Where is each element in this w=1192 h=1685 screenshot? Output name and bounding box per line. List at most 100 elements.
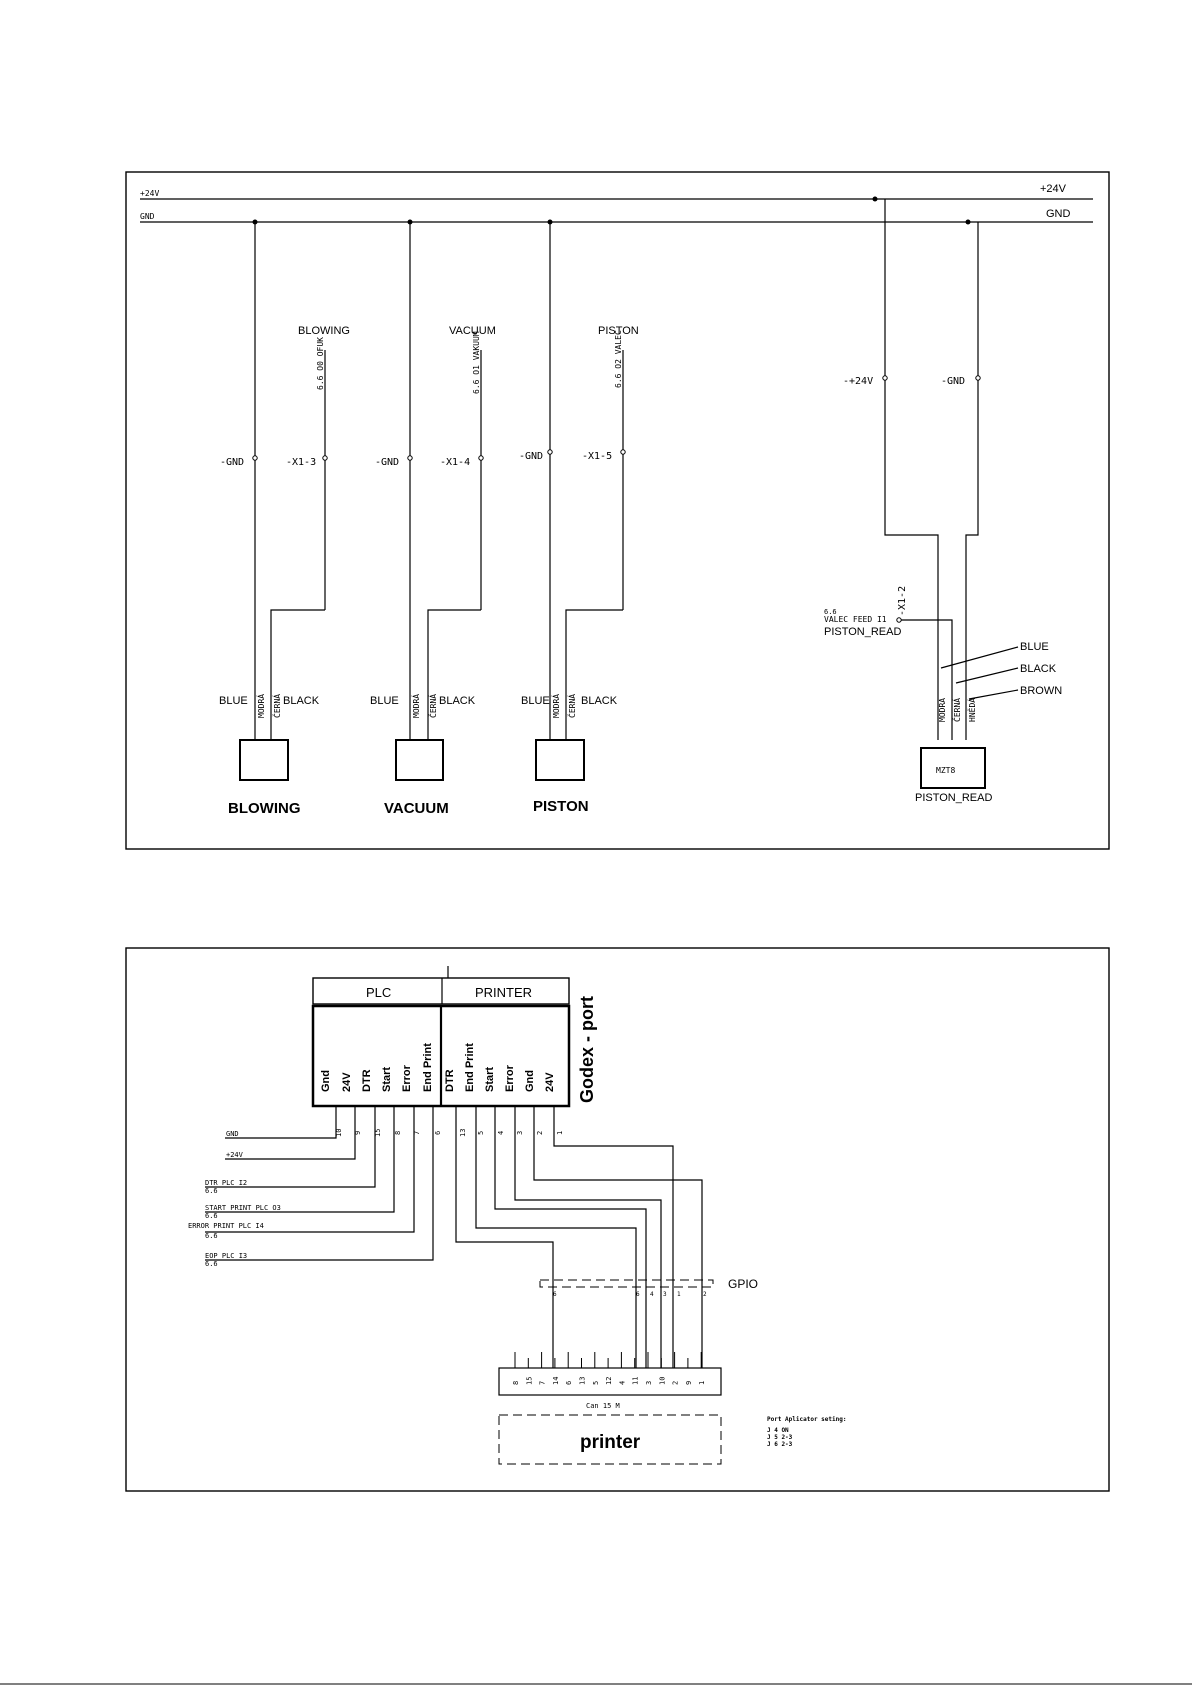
wire-blue-blowing: BLUE	[219, 695, 248, 707]
left-label-error: ERROR PRINT PLC I4	[188, 1222, 264, 1230]
wire-modra-blowing: MODRÁ	[255, 694, 266, 718]
device-box-sensor	[920, 747, 986, 789]
plc-pin-dtr: DTR	[361, 1069, 373, 1092]
connector-pin-number: 5	[592, 1381, 600, 1385]
left-label-eop: EOP PLC I3	[205, 1252, 247, 1260]
plc-pin-gnd: Gnd	[320, 1070, 332, 1092]
vacuum-circuit: VACUUM 6.6 O1 VAKUUM -GND -X1-4 BLUE MOD…	[370, 222, 496, 817]
port-title: Godex - port	[577, 996, 597, 1103]
device-box-piston	[535, 739, 585, 781]
device-box-vacuum	[395, 739, 444, 781]
connector-pin-number: 10	[658, 1377, 666, 1385]
left-label-sub: 6.6	[205, 1260, 218, 1268]
gpio-label: GPIO	[728, 1277, 758, 1291]
left-label-sub: 6.6	[205, 1187, 218, 1195]
rail-plus24-label-left: +24V	[140, 189, 159, 198]
wire-modra-sensor: MODRÁ	[936, 698, 947, 722]
plc-wires	[205, 1106, 434, 1261]
pin-numbers: 10 9 15 8 7 6 13 5 4 3 2 1	[335, 1129, 564, 1137]
terminal-x-piston: -X1-5	[582, 451, 612, 462]
connector-pin-number: 15	[525, 1377, 533, 1385]
terminal-gnd-vacuum: -GND	[375, 457, 399, 468]
wire-cerna-blowing: ČERNÁ	[271, 694, 282, 718]
connector-pin-number: 14	[552, 1377, 560, 1385]
plc-pin-error: Error	[401, 1064, 413, 1092]
plc-ref-vacuum: 6.6 O1 VAKUUM	[472, 331, 481, 394]
pin-number: 8	[394, 1131, 402, 1135]
plc-pin-end-print: End Print	[422, 1043, 434, 1092]
settings-line: J 4 ON	[767, 1427, 789, 1434]
terminal-plus24-sensor: -+24V	[843, 376, 873, 387]
signal-label-piston: PISTON	[598, 325, 639, 337]
pin-number: 13	[459, 1129, 467, 1137]
can-15m-connector	[498, 1367, 722, 1396]
wire-blue-sensor: BLUE	[1020, 641, 1049, 653]
rail-gnd-label-left: GND	[140, 212, 155, 221]
plc-ref-piston: 6.6 O2 VALEC	[614, 330, 623, 388]
settings-line: J 6 2-3	[767, 1441, 793, 1448]
diagram-frame	[125, 171, 1110, 850]
left-label-24v: +24V	[226, 1151, 244, 1159]
printer-pins: DTR End Print Start Error Gnd 24V	[444, 1043, 556, 1092]
connector-pin-number: 12	[605, 1377, 613, 1385]
piston-circuit: PISTON 6.6 O2 VALEC -GND -X1-5 BLUE MODR…	[519, 222, 639, 815]
wire-modra-piston: MODRÁ	[550, 694, 561, 718]
pin-number: 7	[413, 1131, 421, 1135]
piston-read-sensor-circuit: -+24V -GND -X1-2 6.6 VALEC FEED I1 PISTO…	[824, 199, 1062, 804]
pin-number: 10	[335, 1129, 343, 1137]
terminal-x-sensor: -X1-2	[897, 586, 908, 616]
pin-number: 3	[516, 1131, 524, 1135]
pin-number: 1	[556, 1131, 564, 1135]
plc-ref-num-sensor: 6.6	[824, 608, 837, 616]
connector-pin-number: 4	[618, 1381, 626, 1385]
gpio-pin: 6	[553, 1291, 557, 1298]
connector-pin-number: 6	[565, 1381, 573, 1385]
blowing-circuit: BLOWING 6.6 O0 OFUK -GND -X1-3 BLUE MODR…	[219, 222, 350, 817]
gpio-pin: 2	[703, 1291, 707, 1298]
gpio-pin: 4	[650, 1291, 654, 1298]
gpio-pin: 3	[663, 1291, 667, 1298]
terminal-gnd-blowing: -GND	[220, 457, 244, 468]
output-wiring-diagram: +24V GND +24V GND BLOWING 6.6 O0 OFUK -G…	[125, 171, 1110, 850]
gpio-bar	[539, 1279, 714, 1288]
device-box-blowing	[239, 739, 289, 781]
gpio-pin: 1	[677, 1291, 681, 1298]
terminal-gnd-sensor: -GND	[941, 376, 965, 387]
device-label-vacuum: VACUUM	[384, 800, 449, 817]
device-label-blowing: BLOWING	[228, 800, 301, 817]
settings-title: Port Aplicator seting:	[767, 1416, 846, 1423]
gpio-pin: 6	[636, 1291, 640, 1298]
plc-pin-24v: 24V	[341, 1072, 353, 1092]
wire-black-sensor: BLACK	[1020, 663, 1057, 675]
printer-pin-dtr: DTR	[444, 1069, 456, 1092]
device-name-sensor: PISTON_READ	[915, 792, 992, 804]
connector-pin-number: 11	[632, 1377, 640, 1385]
wire-cerna-sensor: ČERNÁ	[951, 698, 962, 722]
wire-blue-piston: BLUE	[521, 695, 550, 707]
left-label-sub: 6.6	[205, 1232, 218, 1240]
connector-pin-number: 7	[539, 1381, 547, 1385]
pin-number: 15	[374, 1129, 382, 1137]
left-label-gnd: GND	[226, 1130, 239, 1138]
wire-blue-vacuum: BLUE	[370, 695, 399, 707]
connector-pin-number: 3	[645, 1381, 653, 1385]
wire-modra-vacuum: MODRÁ	[410, 694, 421, 718]
connector-label: Can 15 M	[586, 1402, 620, 1410]
printer-pin-gnd: Gnd	[524, 1070, 536, 1092]
wire-brown-sensor: BROWN	[1020, 685, 1062, 697]
plc-header: PLC	[366, 985, 391, 1000]
printer-header: PRINTER	[475, 985, 532, 1000]
plc-ref-sensor: VALEC FEED I1	[824, 615, 887, 624]
wire-hneda-sensor: HNĚDÁ	[966, 698, 977, 722]
diagram-frame	[125, 947, 1110, 1492]
printer-pin-end-print: End Print	[464, 1043, 476, 1092]
junction-dot	[872, 196, 878, 202]
rail-gnd-label-right: GND	[1046, 208, 1071, 220]
plc-signal-labels: GND +24V DTR PLC I2 6.6 START PRINT PLC …	[188, 1130, 281, 1268]
connector-pin-number: 13	[579, 1377, 587, 1385]
settings-line: J 5 2-3	[767, 1434, 793, 1441]
device-type-sensor: MZT8	[936, 766, 955, 775]
wire-black-piston: BLACK	[581, 695, 618, 707]
